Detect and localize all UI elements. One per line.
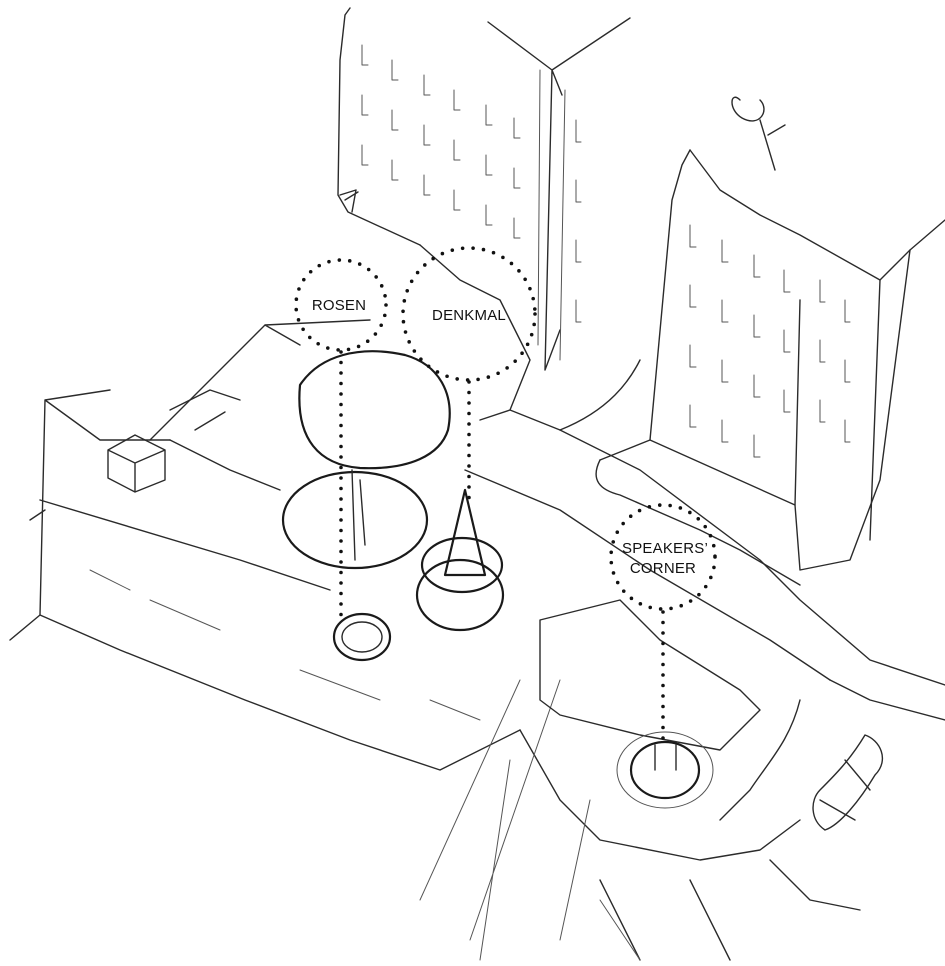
rosen-callout-circle [294,258,388,352]
kiosk-box [107,389,241,493]
denkmal-label: DENKMAL [432,307,506,324]
rose-garden [281,350,451,570]
street-outlines [9,244,945,961]
small-rose-bed [332,612,392,662]
bicycle-sketch [812,734,884,831]
rosen-label: ROSEN [312,297,366,314]
speakers-label-line2: CORNER [630,560,696,577]
left-tower-building [337,7,631,371]
speakers-callout-circle [609,503,717,611]
speakers-label-line1: SPEAKERS’ [622,540,708,557]
denkmal-callout-circle [401,246,537,382]
monument [415,488,505,632]
concept-annotations [294,246,717,742]
right-tower-building [649,96,945,571]
speakers-podium [616,731,714,809]
